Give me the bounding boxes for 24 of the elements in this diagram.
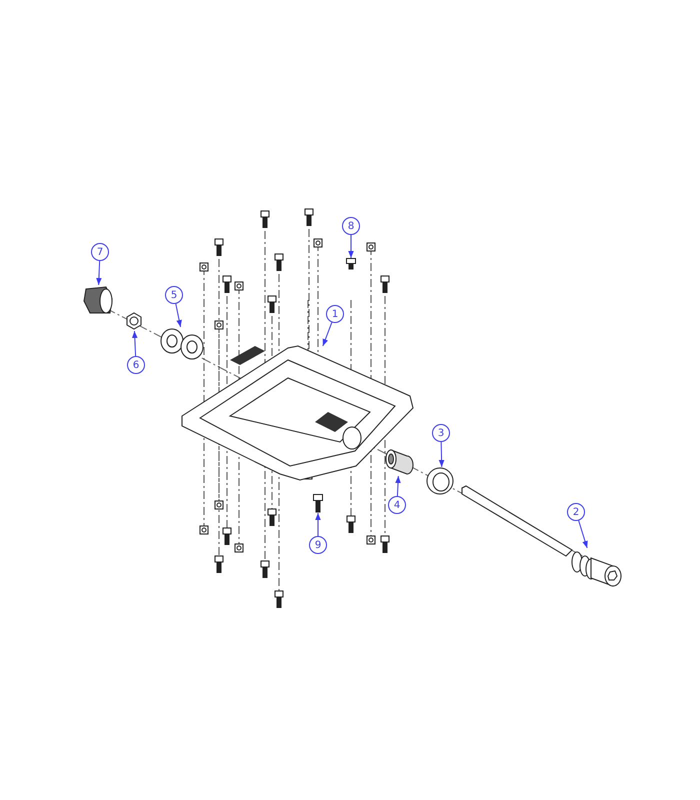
leader-arrow — [132, 330, 138, 356]
callout-number: 1 — [326, 305, 344, 323]
pin-drawing — [346, 258, 356, 270]
leader-arrow — [96, 260, 102, 286]
leader-arrow — [348, 234, 354, 258]
leader-arrow — [315, 512, 321, 536]
leader-arrow — [322, 322, 332, 346]
callout-number: 7 — [91, 243, 109, 261]
leader-arrow — [175, 303, 182, 328]
pedal-body-drawing — [180, 346, 415, 480]
bushing-drawing — [385, 448, 413, 476]
callout-number: 9 — [309, 536, 327, 554]
pin-screw-drawing — [313, 494, 323, 513]
end-cap-drawing — [82, 285, 114, 315]
callout-number: 5 — [165, 286, 183, 304]
callout-number: 8 — [342, 217, 360, 235]
leader-arrow — [438, 442, 444, 468]
nut-drawing — [124, 311, 144, 331]
leader-arrow — [578, 520, 588, 548]
callout-number: 2 — [567, 503, 585, 521]
callout-number: 6 — [127, 356, 145, 374]
callout-number: 4 — [388, 496, 406, 514]
leader-arrow — [395, 476, 401, 496]
callout-number: 3 — [432, 424, 450, 442]
